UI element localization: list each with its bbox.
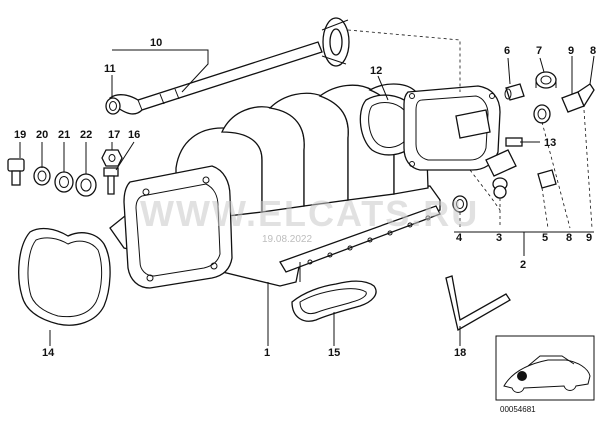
intake-manifold <box>109 83 441 289</box>
callout-20: 20 <box>36 129 48 141</box>
ring-20 <box>33 166 51 186</box>
valve-housing <box>403 85 501 171</box>
callout-8: 8 <box>590 45 596 57</box>
callout-18: 18 <box>454 347 466 359</box>
callout-8b: 8 <box>566 232 572 244</box>
callout-6: 6 <box>504 45 510 57</box>
dashed-guides <box>347 29 593 229</box>
location-dot <box>517 371 527 381</box>
clamp-ring-11 <box>105 97 121 115</box>
callout-2: 2 <box>520 259 526 271</box>
callout-3: 3 <box>496 232 502 244</box>
callout-14: 14 <box>42 347 55 359</box>
oring-3b <box>493 185 507 199</box>
grommet-8 <box>533 104 551 124</box>
sleeve-22 <box>75 173 97 197</box>
bushing-7 <box>535 71 557 89</box>
tube-flange <box>321 17 350 67</box>
callout-19: 19 <box>14 129 26 141</box>
callouts: 10 11 12 6 7 9 8 13 19 20 21 22 17 16 4 … <box>14 37 596 359</box>
callout-21: 21 <box>58 129 70 141</box>
callout-7: 7 <box>536 45 542 57</box>
callout-15: 15 <box>328 347 340 359</box>
callout-13: 13 <box>544 137 556 149</box>
callout-9: 9 <box>568 45 574 57</box>
callout-9b: 9 <box>586 232 592 244</box>
sleeve-6 <box>504 83 525 101</box>
bolt-19 <box>7 158 25 186</box>
leader-lines <box>19 49 595 346</box>
callout-4: 4 <box>456 232 463 244</box>
bracket-18 <box>445 275 511 332</box>
watermark-date: 19.08.2022 <box>262 234 312 245</box>
reference-number: 00054681 <box>500 405 536 414</box>
gasket-15 <box>291 280 377 322</box>
watermark-site: WWW.ELCATS.RU <box>140 193 479 234</box>
callout-11: 11 <box>104 63 116 75</box>
valve-9 <box>561 83 595 113</box>
callout-10: 10 <box>150 37 162 49</box>
callout-17: 17 <box>108 129 120 141</box>
ring-21 <box>54 171 74 193</box>
stud-16 <box>103 167 119 195</box>
nut-17 <box>101 149 123 167</box>
callout-16: 16 <box>128 129 140 141</box>
callout-1: 1 <box>264 347 270 359</box>
connector-5 <box>537 169 557 189</box>
gasket-14 <box>18 227 111 326</box>
callout-5: 5 <box>542 232 548 244</box>
car-locator-thumbnail <box>495 335 595 401</box>
callout-22: 22 <box>80 129 92 141</box>
intake-tube <box>109 41 323 115</box>
callout-12: 12 <box>370 65 382 77</box>
